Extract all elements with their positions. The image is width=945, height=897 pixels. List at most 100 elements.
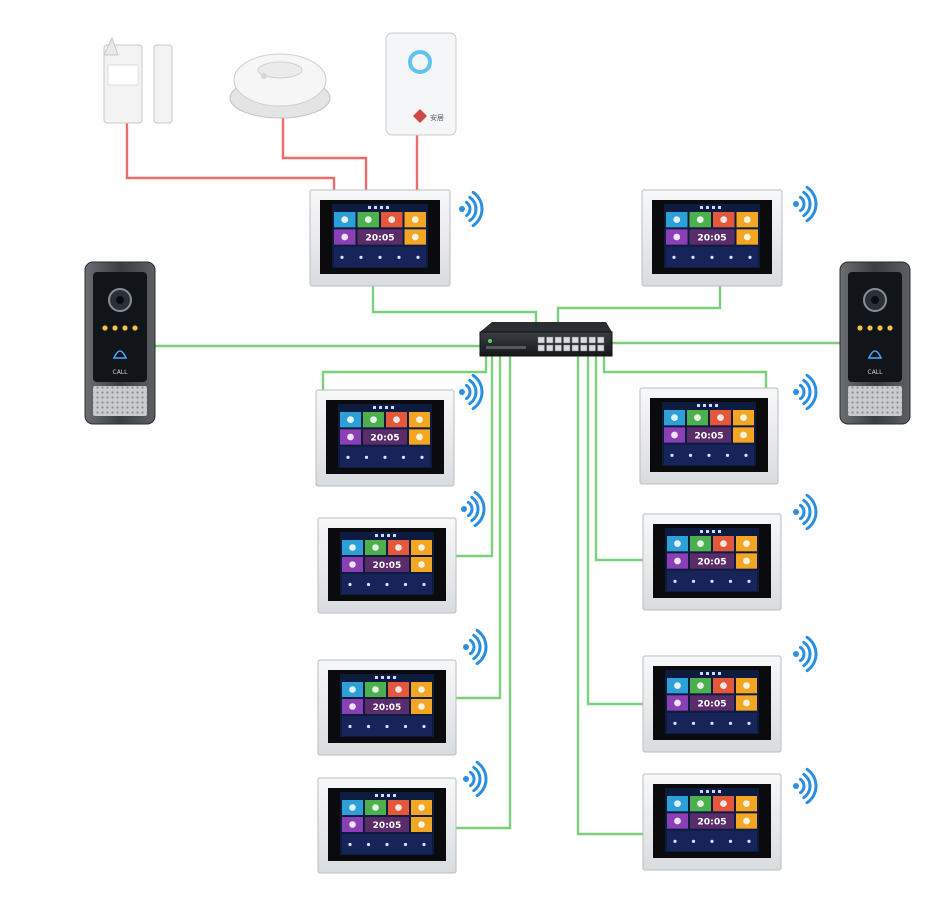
clock-tile xyxy=(357,229,403,245)
call-label: CALL xyxy=(113,369,129,376)
call-label: CALL xyxy=(868,369,884,376)
wifi-arc xyxy=(466,500,474,518)
app-tile-icon xyxy=(697,540,704,548)
dock-icon xyxy=(710,721,714,725)
switch-port xyxy=(597,344,605,352)
dock-icon xyxy=(673,839,677,843)
clock-text: 20:05 xyxy=(697,816,726,827)
dock-icon xyxy=(747,579,751,583)
indoor-monitor-9: 20:05 xyxy=(317,777,457,874)
app-tile-icon xyxy=(393,416,400,424)
app-tile-icon xyxy=(673,233,681,241)
indoor-monitor-3: 20:05 xyxy=(315,389,455,487)
clock-tile xyxy=(365,817,409,832)
switch-port xyxy=(554,336,562,344)
app-tile-icon xyxy=(372,686,379,693)
switch-label-strip xyxy=(486,346,526,349)
wifi-arc xyxy=(472,633,482,661)
app-tile-icon xyxy=(349,703,356,710)
status-icon xyxy=(703,404,706,407)
status-icon xyxy=(718,206,721,209)
wifi-arc xyxy=(802,190,812,218)
app-tile-icon xyxy=(720,216,728,224)
wifi-arc xyxy=(805,635,818,673)
dock-icon xyxy=(366,842,371,847)
status-icon xyxy=(373,406,376,409)
wifi-arc xyxy=(464,383,472,401)
app-tile-icon xyxy=(696,216,704,224)
speaker-grill xyxy=(93,386,147,416)
led-indicator xyxy=(867,325,873,331)
status-icon xyxy=(375,794,378,797)
app-tile-icon xyxy=(416,433,423,441)
wifi-arc xyxy=(470,495,480,523)
wifi-layer xyxy=(459,185,818,805)
clock-text: 20:05 xyxy=(694,430,723,441)
switch-port xyxy=(554,344,562,352)
dock-icon xyxy=(728,839,733,843)
app-tile-icon xyxy=(370,416,377,424)
led-indicator xyxy=(887,325,893,331)
clock-tile xyxy=(690,813,734,829)
wifi-arc xyxy=(802,772,812,800)
dock-icon xyxy=(707,453,711,457)
wifi-arc xyxy=(475,628,488,666)
wifi-arc xyxy=(798,195,806,213)
app-tile-icon xyxy=(395,804,402,811)
app-tile-icon xyxy=(743,557,750,565)
app-tile-icon xyxy=(411,233,419,241)
dock-icon xyxy=(691,839,696,843)
app-tile-icon xyxy=(418,544,425,551)
indoor-monitor-1: 20:05 xyxy=(309,189,451,287)
led-indicator xyxy=(122,325,128,331)
dock-icon xyxy=(348,724,352,729)
dock-icon xyxy=(729,255,733,259)
cable-layer xyxy=(125,118,848,836)
clock-tile xyxy=(365,699,409,714)
app-tile-icon xyxy=(720,682,727,690)
wifi-icon xyxy=(793,635,818,673)
app-tile-icon xyxy=(674,817,681,825)
app-tile-icon xyxy=(418,804,425,811)
dock-icon xyxy=(364,455,369,459)
status-icon xyxy=(381,534,384,537)
wifi-panel-brand: 安居 xyxy=(430,113,444,122)
status-icon xyxy=(381,676,384,679)
app-tile-icon xyxy=(347,433,354,441)
dock-icon xyxy=(725,453,730,457)
dock-icon xyxy=(403,724,408,729)
cable-13 xyxy=(586,356,643,706)
dock-icon xyxy=(691,579,696,583)
switch-port xyxy=(588,344,596,352)
clock-text: 20:05 xyxy=(373,821,402,831)
switch-port xyxy=(597,336,605,344)
switch-port xyxy=(537,344,545,352)
app-tile-icon xyxy=(674,800,681,808)
app-tile-icon xyxy=(372,804,379,811)
clock-text: 20:05 xyxy=(373,703,402,713)
wifi-icon xyxy=(793,185,818,223)
app-tile-icon xyxy=(720,540,727,548)
monitor-layer: 20:05 20:05 20:05 20:05 20:05 20:05 20:05 20:05… xyxy=(309,189,783,874)
indoor-monitor-5: 20:05 xyxy=(317,517,457,614)
switch-port xyxy=(571,336,579,344)
switch-port xyxy=(588,336,596,344)
wifi-arc xyxy=(805,493,818,531)
app-tile-icon xyxy=(349,561,356,568)
clock-text: 20:05 xyxy=(365,232,394,243)
clock-tile xyxy=(690,553,734,569)
status-icon xyxy=(387,794,390,797)
dock-icon xyxy=(346,455,350,459)
app-tile-icon xyxy=(364,216,372,224)
dock-icon xyxy=(422,582,426,587)
app-tile-icon xyxy=(349,686,356,693)
dock-icon xyxy=(359,255,363,259)
switch-port xyxy=(580,336,588,344)
wifi-arc xyxy=(471,373,484,411)
dock-icon xyxy=(401,455,406,459)
switch-port xyxy=(563,336,571,344)
indoor-monitor-2: 20:05 xyxy=(641,189,783,287)
clock-tile xyxy=(689,229,735,245)
app-tile-icon xyxy=(372,544,379,551)
